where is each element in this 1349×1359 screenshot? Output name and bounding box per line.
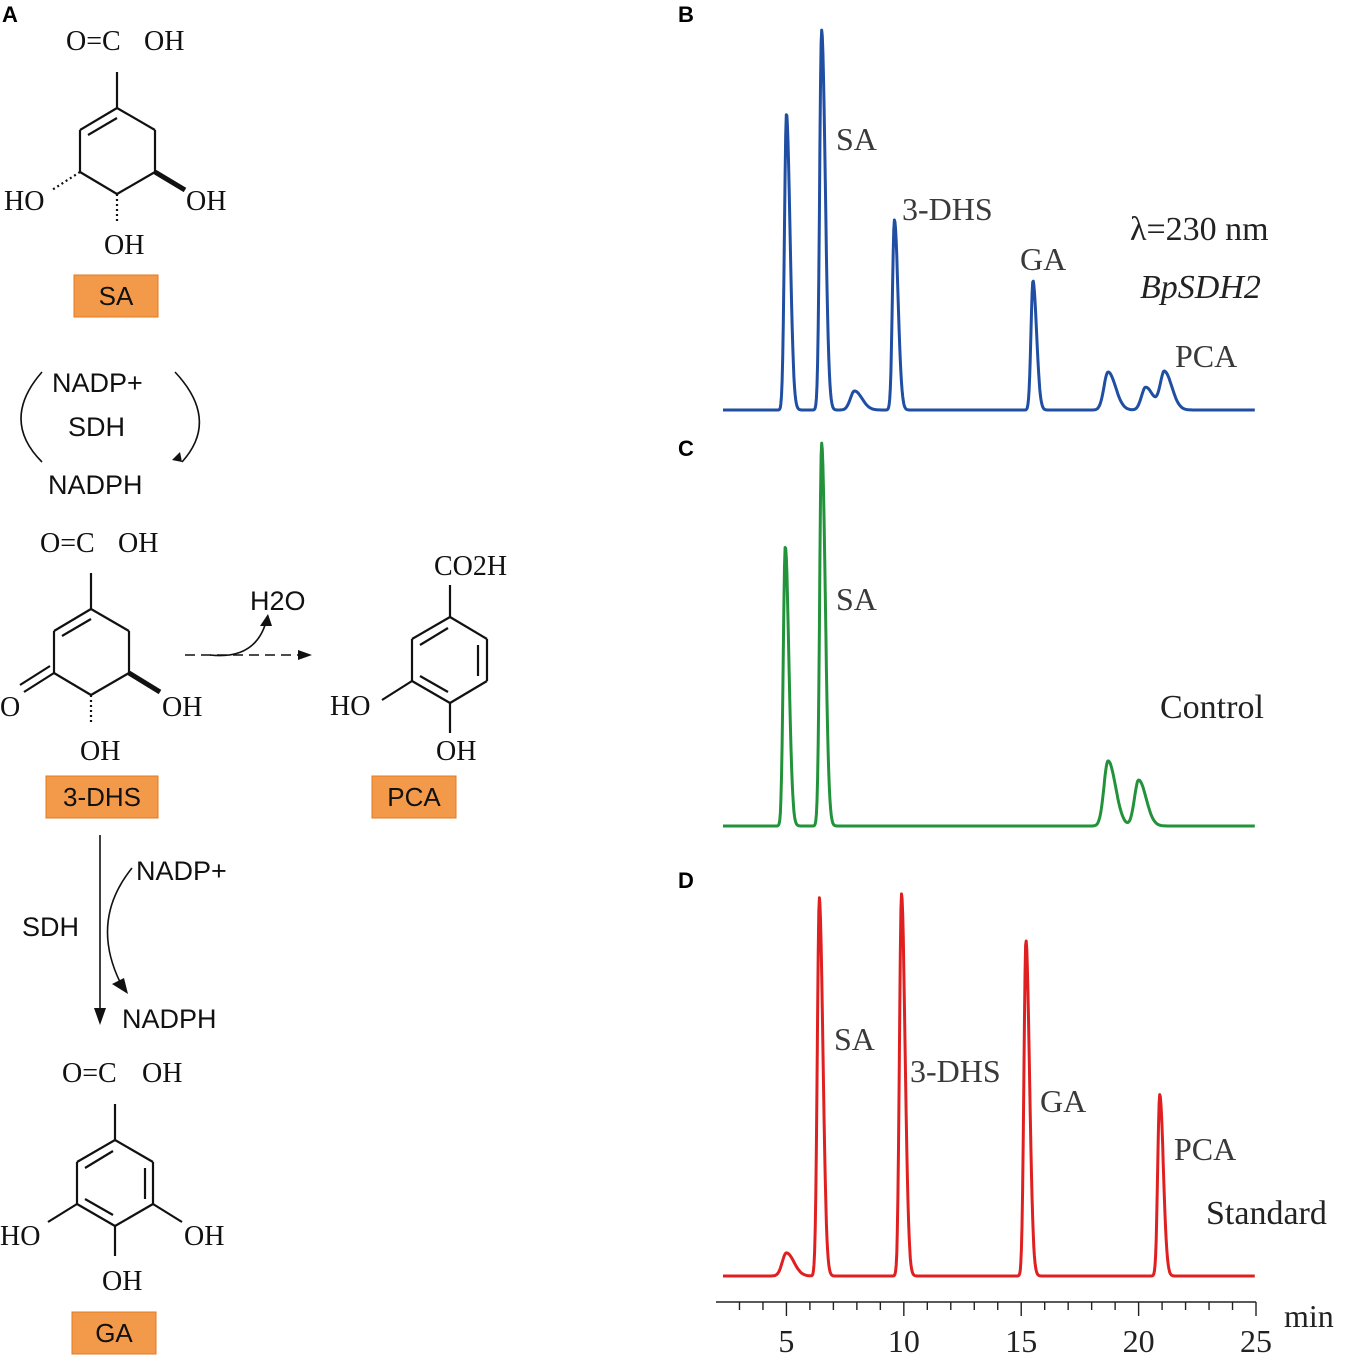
b-peak-label-pca: PCA	[1175, 338, 1237, 374]
x-tick-label: 5	[778, 1323, 794, 1359]
sa-ho-left: HO	[4, 186, 44, 217]
step-nadp: NADP+	[136, 856, 227, 886]
sa-oh-top: OH	[144, 26, 184, 57]
ga-oh-top: OH	[142, 1058, 182, 1089]
b-peak-label-sa: SA	[836, 121, 877, 157]
dhs-structure: O=C OH O OH OH 3-DHS	[0, 528, 202, 819]
chromatogram-trace-d	[722, 892, 1256, 1278]
x-axis-unit: min	[1284, 1298, 1334, 1334]
cycle-nadp: NADP+	[52, 368, 143, 398]
cycle-sdh: SDH	[68, 412, 125, 442]
d-peak-label-sa: SA	[834, 1021, 875, 1057]
dhs-oh-top: OH	[118, 528, 158, 559]
dhs-o-left: O	[0, 692, 20, 723]
x-tick-label: 25	[1240, 1323, 1272, 1359]
sa-structure: O=C OH HO OH OH SA	[4, 26, 226, 318]
ga-label: GA	[95, 1318, 133, 1348]
d-peak-label-pca: PCA	[1174, 1131, 1236, 1167]
sa-label: SA	[99, 281, 134, 311]
x-axis: min 5 10 15 20 25	[716, 1298, 1334, 1359]
d-peak-label-3dhs: 3-DHS	[910, 1053, 1001, 1089]
step-nadph: NADPH	[122, 1004, 217, 1034]
cycle-nadph: NADPH	[48, 470, 143, 500]
panel-label-c: C	[678, 436, 694, 461]
panel-label-a: A	[2, 2, 18, 27]
chromatogram-trace-b	[722, 28, 1256, 412]
c-series-name: Control	[1160, 689, 1264, 726]
water-label: H2O	[250, 586, 306, 616]
dhs-label: 3-DHS	[63, 782, 141, 812]
pca-oh-bottom: OH	[436, 736, 476, 767]
panel-label-d: D	[678, 868, 694, 893]
sa-oh-bottom: OH	[104, 230, 144, 261]
pca-co2h: CO2H	[434, 551, 507, 582]
x-tick-label: 10	[888, 1323, 920, 1359]
d-peak-label-ga: GA	[1040, 1083, 1086, 1119]
pca-ho-left: HO	[330, 691, 370, 722]
sa-label-box	[73, 274, 159, 318]
chromatogram-trace-c	[722, 441, 1256, 828]
sdh-cycle: NADP+ SDH NADPH	[20, 368, 201, 500]
ga-oh-bottom: OH	[102, 1266, 142, 1297]
x-tick-label: 15	[1005, 1323, 1037, 1359]
ga-oh-right: OH	[184, 1221, 224, 1252]
chromatograms	[722, 28, 1256, 1278]
ga-carbonyl-label: O=C	[62, 1058, 117, 1089]
ga-structure: O=C OH HO OH OH GA	[0, 1058, 224, 1355]
panel-label-b: B	[678, 2, 694, 27]
d-series-name: Standard	[1206, 1195, 1327, 1232]
ga-label-box	[71, 1311, 157, 1355]
dhs-oh-right: OH	[162, 692, 202, 723]
dehydration-arrow: H2O	[185, 586, 312, 660]
dhs-label-box	[45, 775, 159, 819]
step-sdh: SDH	[22, 912, 79, 942]
pca-label-box	[371, 775, 457, 819]
sdh-step: NADP+ SDH NADPH	[22, 835, 227, 1034]
b-peak-label-ga: GA	[1020, 241, 1066, 277]
sa-carbonyl-label: O=C	[66, 26, 121, 57]
c-peak-label-sa: SA	[836, 581, 877, 617]
pca-label: PCA	[387, 782, 441, 812]
dhs-carbonyl-label: O=C	[40, 528, 95, 559]
x-tick-label: 20	[1123, 1323, 1155, 1359]
sa-oh-right: OH	[186, 186, 226, 217]
ga-ho-left: HO	[0, 1221, 40, 1252]
pca-structure: CO2H HO OH PCA	[330, 551, 507, 819]
b-peak-label-3dhs: 3-DHS	[902, 191, 993, 227]
b-enzyme-name: BpSDH2	[1140, 269, 1261, 306]
b-wavelength: λ=230 nm	[1130, 211, 1269, 248]
dhs-oh-bottom: OH	[80, 736, 120, 767]
